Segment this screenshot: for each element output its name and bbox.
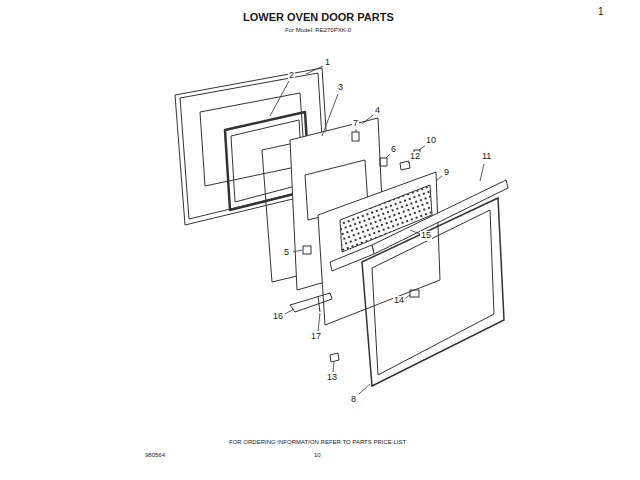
leader-lines — [270, 66, 484, 394]
drawing-number: 980564 — [144, 452, 166, 459]
callout-number: 12 — [409, 152, 421, 162]
callout-number: 6 — [390, 145, 397, 155]
hinge-bracket — [290, 293, 332, 312]
clip-part — [410, 290, 419, 297]
diagram-title: LOWER OVEN DOOR PARTS — [242, 11, 395, 23]
callout-number: 2 — [288, 71, 295, 81]
spacer-part — [400, 161, 410, 170]
door-frame-inner — [372, 210, 494, 375]
door-frame — [362, 198, 504, 386]
callout-number: 16 — [272, 312, 284, 322]
clip-part — [380, 158, 387, 166]
callout-number: 13 — [326, 373, 338, 383]
callout-number: 8 — [350, 395, 357, 405]
rail-end — [330, 245, 374, 271]
clip-part — [303, 246, 311, 254]
callout-number: 7 — [352, 119, 359, 129]
door-rail — [372, 180, 508, 254]
callout-number: 14 — [393, 296, 405, 306]
bracket-leg — [318, 296, 320, 312]
callout-number: 4 — [374, 106, 381, 116]
outer-door-window — [200, 93, 305, 186]
callout-number: 3 — [337, 83, 344, 93]
callout-number: 5 — [283, 248, 290, 258]
callout-number: 9 — [443, 168, 450, 178]
clip-part — [352, 132, 359, 141]
callout-number: 10 — [425, 136, 437, 146]
callout-number: 1 — [324, 58, 331, 68]
callout-number: 17 — [310, 332, 322, 342]
page-number: 10 — [313, 452, 322, 459]
callout-number: 11 — [481, 152, 492, 162]
model-number: For Model: RE270PXK-0 — [284, 27, 352, 34]
footer-note: FOR ORDERING INFORMATION REFER TO PARTS … — [228, 439, 407, 446]
callout-number: 15 — [420, 231, 432, 241]
foot-part — [330, 353, 339, 362]
page-number: 1 — [597, 6, 605, 17]
